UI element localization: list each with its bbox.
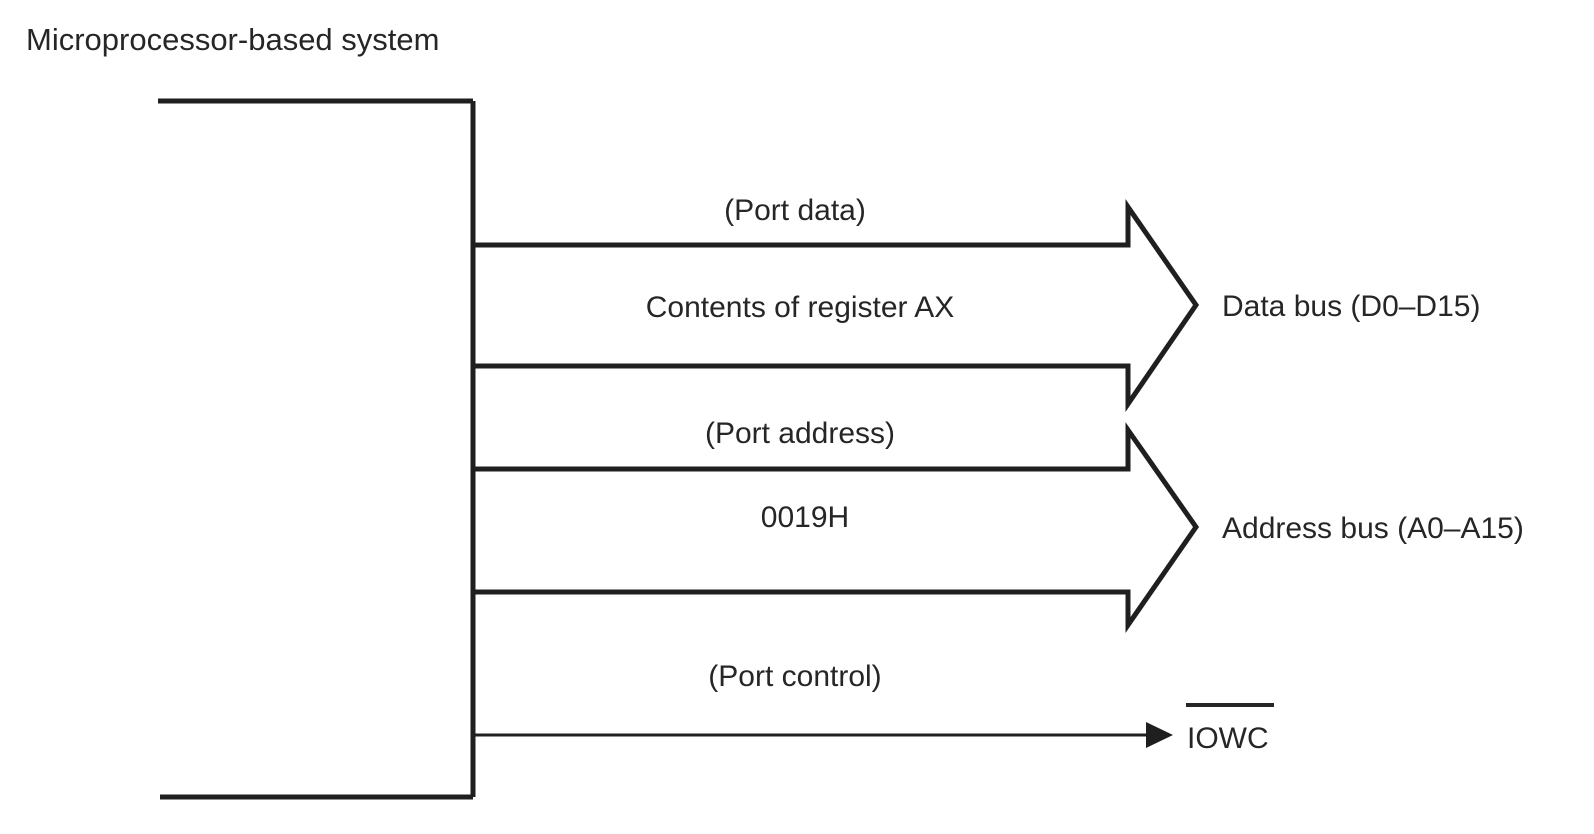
bus-arrow-control-bus: (Port control) IOWC [473, 660, 1274, 755]
bus-arrow-data-bus: (Port data) Contents of register AX Data… [470, 194, 1480, 413]
data-bus-arrow-shape [470, 199, 1200, 413]
bus-arrow-address-bus: (Port address) 0019H Address bus (A0–A15… [470, 417, 1524, 633]
address-bus-arrow-shape [470, 422, 1200, 633]
page-title: Microprocessor-based system [26, 22, 439, 57]
data-bus-annotation: (Port data) [724, 194, 866, 227]
control-bus-arrowhead-icon [1146, 722, 1173, 748]
data-bus-label: Data bus (D0–D15) [1222, 290, 1480, 323]
microprocessor-based-system-block [158, 98, 476, 800]
control-bus-annotation: (Port control) [708, 660, 881, 693]
data-bus-payload: Contents of register AX [646, 291, 955, 324]
address-bus-label: Address bus (A0–A15) [1222, 512, 1524, 545]
address-bus-annotation: (Port address) [705, 417, 895, 450]
address-bus-payload: 0019H [761, 501, 849, 534]
control-bus-label: IOWC [1187, 722, 1269, 755]
